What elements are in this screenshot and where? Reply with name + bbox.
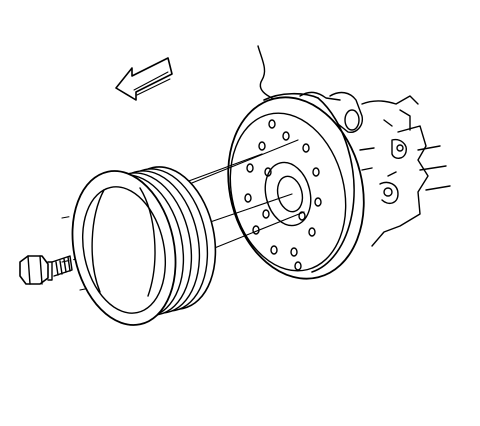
engine-block-icon [257, 45, 451, 247]
multi-groove-pulley-icon [71, 166, 217, 326]
arrow-left-icon [115, 57, 173, 101]
balancer-hub-icon [227, 92, 365, 280]
hex-bolt-icon [19, 255, 73, 285]
